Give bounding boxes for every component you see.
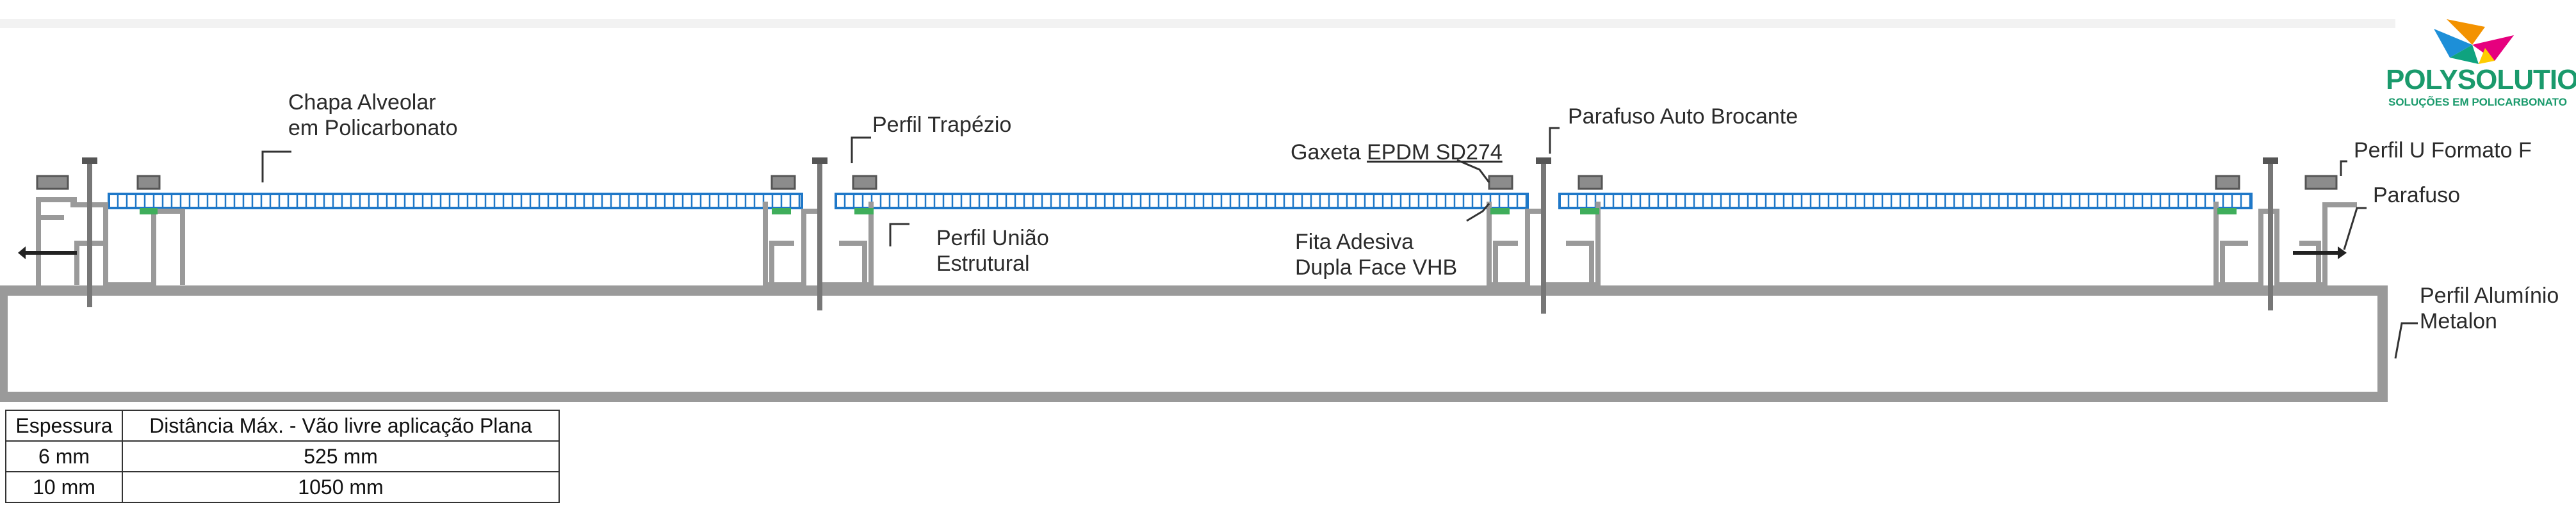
leader-lines bbox=[261, 127, 2418, 359]
screw-icon-left bbox=[18, 246, 77, 259]
gasket-clip-2a bbox=[1488, 175, 1513, 190]
gasket-clip-1a bbox=[770, 175, 796, 190]
label-chapa-line1: Chapa Alveolar bbox=[288, 90, 436, 115]
gasket-left bbox=[140, 208, 158, 214]
polycarbonate-panel-2 bbox=[835, 193, 1529, 209]
gasket-clip-2b bbox=[1577, 175, 1603, 190]
cell-distance: 1050 mm bbox=[122, 471, 560, 503]
label-perfil-trapezio: Perfil Trapézio bbox=[872, 113, 1012, 137]
logo-tagline: SOLUÇÕES EM POLICARBONATO bbox=[2388, 96, 2567, 108]
label-parafuso: Parafuso bbox=[2373, 183, 2461, 207]
label-perfil-uniao: Perfil União Estrutural bbox=[936, 225, 1049, 277]
u-profile-left bbox=[36, 175, 161, 288]
screw-head-2 bbox=[1536, 157, 1551, 164]
gasket-2b bbox=[1580, 208, 1599, 214]
polycarbonate-panel-1 bbox=[108, 193, 803, 209]
label-gaxeta-prefix: Gaxeta bbox=[1291, 140, 1361, 164]
cell-thickness: 6 mm bbox=[5, 440, 123, 472]
top-shadow bbox=[0, 19, 2395, 28]
spec-table-header: Espessura Distância Máx. - Vão livre apl… bbox=[5, 410, 560, 442]
polycarbonate-panel-3 bbox=[1558, 193, 2253, 209]
perfil-trapezio-left bbox=[70, 202, 185, 287]
spec-table: Espessura Distância Máx. - Vão livre apl… bbox=[5, 410, 560, 503]
table-row: 10 mm 1050 mm bbox=[5, 471, 560, 503]
label-fita-line1: Fita Adesiva bbox=[1295, 230, 1414, 254]
gasket-1a bbox=[772, 208, 791, 214]
label-perfil-aluminio: Perfil Alumínio Metalon bbox=[2420, 283, 2559, 334]
header-espessura: Espessura bbox=[5, 410, 123, 442]
perfil-trapezio-right bbox=[2213, 202, 2357, 287]
perfil-uniao-1 bbox=[763, 202, 874, 287]
cell-distance: 525 mm bbox=[122, 440, 560, 472]
screw-icon-right bbox=[2293, 246, 2347, 259]
label-chapa-line2: em Policarbonato bbox=[288, 116, 458, 140]
label-perfil-aluminio-line1: Perfil Alumínio bbox=[2420, 284, 2559, 308]
gasket-3a bbox=[2217, 208, 2237, 214]
gasket-1b bbox=[854, 208, 874, 214]
table-row: 6 mm 525 mm bbox=[5, 440, 560, 472]
label-gaxeta: Gaxeta EPDM SD274 bbox=[1291, 140, 1503, 165]
label-fita-line2: Dupla Face VHB bbox=[1295, 255, 1458, 280]
label-perfil-u: Perfil U Formato F bbox=[2354, 138, 2532, 163]
label-parafuso-auto: Parafuso Auto Brocante bbox=[1568, 104, 1798, 129]
gasket-clip-1b bbox=[852, 175, 877, 190]
screw-head-right bbox=[2263, 157, 2278, 164]
aluminium-metalon-profile bbox=[0, 285, 2388, 402]
label-perfil-aluminio-line2: Metalon bbox=[2420, 309, 2497, 333]
label-perfil-uniao-line1: Perfil União bbox=[936, 226, 1049, 250]
header-distancia: Distância Máx. - Vão livre aplicação Pla… bbox=[122, 410, 560, 442]
label-perfil-uniao-line2: Estrutural bbox=[936, 252, 1030, 276]
label-chapa-alveolar: Chapa Alveolar em Policarbonato bbox=[288, 90, 458, 141]
gasket-clip-3b bbox=[2304, 175, 2338, 190]
label-fita-adesiva: Fita Adesiva Dupla Face VHB bbox=[1295, 229, 1457, 280]
screw-head-1 bbox=[812, 157, 827, 164]
logo-name: POLYSOLUTION bbox=[2386, 64, 2576, 95]
screw-head-left bbox=[82, 157, 97, 164]
cell-thickness: 10 mm bbox=[5, 471, 123, 503]
label-gaxeta-suffix: EPDM SD274 bbox=[1367, 140, 1503, 164]
gasket-clip-3a bbox=[2215, 175, 2240, 190]
gasket-2a bbox=[1490, 208, 1510, 214]
polysolution-logo-icon bbox=[2434, 19, 2514, 64]
perfil-uniao-2 bbox=[1487, 202, 1601, 287]
